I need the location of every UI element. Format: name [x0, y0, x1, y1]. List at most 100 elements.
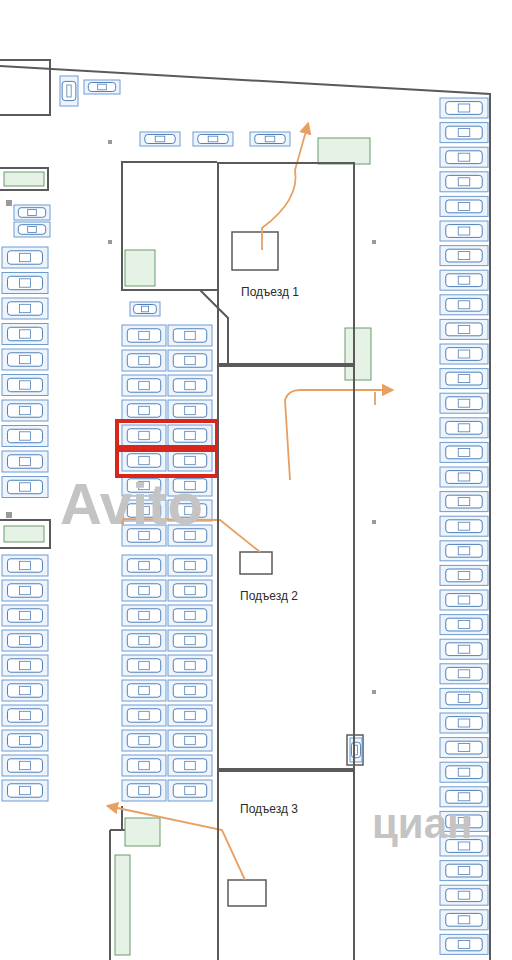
parking-slot [440, 541, 488, 561]
parking-slot [440, 639, 488, 659]
parking-slot [84, 80, 120, 94]
parking-slot [122, 655, 166, 676]
parking-slot [122, 730, 166, 751]
parking-slot [2, 780, 48, 801]
parking-slot [440, 393, 488, 413]
parking-slot [440, 442, 488, 462]
parking-slot [122, 325, 166, 346]
parking-slot [2, 680, 48, 701]
parking-slot [168, 580, 212, 601]
parking-slot [122, 425, 166, 446]
parking-slot [440, 885, 488, 905]
parking-slot [440, 590, 488, 610]
parking-slot [440, 467, 488, 487]
parking-slot [2, 580, 48, 601]
parking-slot [168, 425, 212, 446]
parking-slots [2, 76, 488, 954]
parking-slot [440, 565, 488, 585]
stairs [4, 138, 371, 955]
parking-slot [440, 147, 488, 167]
parking-slot [122, 680, 166, 701]
parking-slot [168, 375, 212, 396]
entrance-section: Подъезд 3 [217, 770, 355, 960]
parking-slot [440, 762, 488, 782]
parking-slot [440, 246, 488, 266]
parking-slot [440, 295, 488, 315]
parking-slot [2, 705, 48, 726]
parking-slot [168, 350, 212, 371]
parking-slot [168, 655, 212, 676]
parking-slot [2, 247, 48, 268]
parking-slot [2, 273, 48, 294]
parking-slot [2, 324, 48, 345]
parking-slot [440, 221, 488, 241]
parking-slot [2, 630, 48, 651]
parking-slot [193, 132, 233, 146]
pillars [6, 140, 376, 694]
parking-slot [140, 132, 180, 146]
entrance-label: Подъезд 3 [238, 802, 300, 816]
parking-slot [440, 369, 488, 389]
parking-slot [122, 450, 166, 471]
parking-slot [440, 196, 488, 216]
parking-slot [440, 319, 488, 339]
parking-slot [440, 713, 488, 733]
parking-slot [168, 705, 212, 726]
parking-slot [122, 705, 166, 726]
parking-slot [440, 910, 488, 930]
parking-slot [168, 680, 212, 701]
parking-slot [440, 172, 488, 192]
parking-slot [130, 302, 160, 316]
watermark: циан [372, 800, 472, 848]
parking-slot [168, 450, 212, 471]
parking-slot [250, 132, 290, 146]
entrance-label: Подъезд 1 [239, 285, 301, 299]
entrance-section: Подъезд 1 [217, 162, 355, 365]
parking-slot [440, 418, 488, 438]
parking-slot [122, 375, 166, 396]
parking-slot [350, 738, 362, 762]
parking-slot [440, 664, 488, 684]
parking-slot [2, 298, 48, 319]
parking-slot [168, 555, 212, 576]
parking-slot [168, 730, 212, 751]
parking-slot [2, 375, 48, 396]
parking-slot [2, 755, 48, 776]
parking-slot [168, 630, 212, 651]
parking-slot [168, 780, 212, 801]
parking-slot [440, 98, 488, 118]
parking-slot [122, 755, 166, 776]
highlight-frame [117, 421, 217, 476]
parking-slot [440, 492, 488, 512]
parking-slot [440, 516, 488, 536]
parking-slot [2, 451, 48, 472]
parking-slot [2, 730, 48, 751]
parking-slot [14, 205, 50, 220]
parking-slot [440, 861, 488, 881]
parking-slot [122, 605, 166, 626]
parking-slot [122, 580, 166, 601]
parking-slot [2, 555, 48, 576]
parking-slot [122, 555, 166, 576]
parking-slot [440, 688, 488, 708]
parking-slot [122, 780, 166, 801]
parking-slot [2, 400, 48, 421]
parking-slot [2, 349, 48, 370]
parking-slot [440, 123, 488, 143]
parking-slot [440, 934, 488, 954]
parking-slot [440, 344, 488, 364]
parking-slot [122, 630, 166, 651]
parking-slot [14, 222, 50, 237]
parking-slot [440, 738, 488, 758]
parking-slot [168, 400, 212, 421]
parking-slot [2, 605, 48, 626]
walls [0, 60, 490, 960]
parking-slot [440, 270, 488, 290]
parking-slot [2, 426, 48, 447]
entrance-section: Подъезд 2 [217, 365, 355, 770]
parking-slot [2, 477, 48, 498]
parking-slot [168, 605, 212, 626]
parking-slot [168, 755, 212, 776]
entrance-label: Подъезд 2 [238, 589, 300, 603]
